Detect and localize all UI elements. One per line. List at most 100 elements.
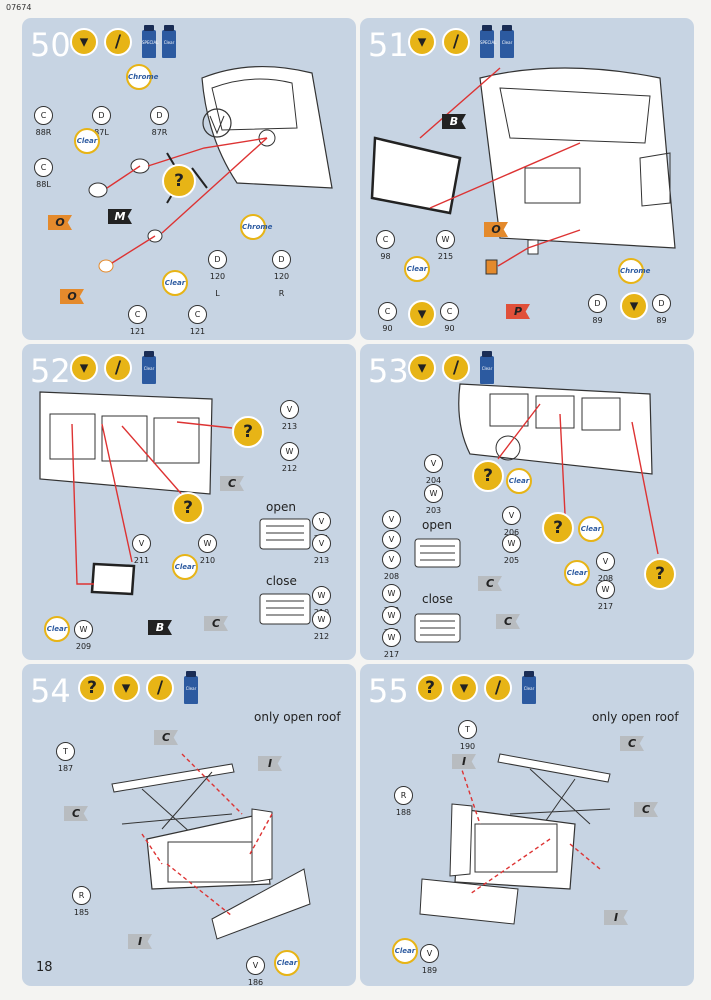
open-vent bbox=[259, 518, 311, 550]
part-label: W 212 bbox=[280, 442, 299, 473]
glue-icon: ▾ bbox=[70, 28, 98, 56]
part-label: V 189 bbox=[420, 944, 439, 975]
part-label: V 208 bbox=[596, 552, 615, 583]
part-label: V 206 bbox=[382, 530, 401, 561]
step-55-illustration bbox=[419, 753, 611, 925]
part-flag: O bbox=[484, 222, 508, 237]
part-label: W 205 bbox=[382, 606, 401, 637]
paint-jar-icon: Clear bbox=[480, 351, 494, 384]
part-label: W 210 bbox=[198, 534, 217, 565]
page-number: 18 bbox=[36, 960, 53, 975]
step-52-illustration bbox=[39, 391, 311, 625]
glue-icon: ▾ bbox=[450, 674, 478, 702]
step-53-panel: 53 ▾ / Clear V 204 ? Clear W 203 V 204 V… bbox=[360, 344, 694, 660]
paint-jar-icon: SPECIAL bbox=[480, 25, 497, 58]
part-label: D 120 L bbox=[208, 250, 227, 298]
closed-vent bbox=[414, 613, 461, 643]
clear-coat-icon: Clear bbox=[274, 950, 300, 976]
step-53-illustration bbox=[414, 383, 659, 643]
paint-jar-icon: Clear bbox=[162, 25, 176, 58]
step-50-illustration bbox=[88, 65, 333, 273]
part-label: C 88R bbox=[34, 106, 53, 137]
part-flag: I bbox=[452, 754, 476, 769]
step-number: 50 bbox=[30, 26, 71, 64]
paint-jar-icon: Clear bbox=[500, 25, 514, 58]
close-label: close bbox=[422, 592, 453, 606]
part-label: V 211 bbox=[312, 512, 331, 543]
paint-label: Clear bbox=[143, 366, 155, 371]
chrome-coat-icon: Chrome bbox=[126, 64, 158, 90]
paint-label: Clear bbox=[185, 686, 197, 691]
open-label: open bbox=[422, 518, 452, 532]
chrome-coat-icon: Chrome bbox=[618, 258, 650, 284]
paint-jar-icon: Clear bbox=[142, 351, 156, 384]
part-flag: C bbox=[154, 730, 178, 745]
question-icon: ? bbox=[472, 460, 504, 492]
question-icon: ? bbox=[162, 164, 196, 198]
clear-coat-icon: Clear bbox=[74, 128, 100, 154]
clear-coat-icon: Clear bbox=[162, 270, 188, 296]
clear-coat-icon: Clear bbox=[44, 616, 70, 642]
clear-coat-icon: Clear bbox=[404, 256, 430, 282]
question-icon: ? bbox=[232, 416, 264, 448]
part-label: V 186 bbox=[246, 956, 265, 986]
step-54-illustration bbox=[111, 753, 311, 940]
question-icon: ? bbox=[172, 492, 204, 524]
part-label: V 204 bbox=[382, 510, 401, 541]
chrome-coat-icon: Chrome bbox=[240, 214, 272, 240]
part-flag: C bbox=[220, 476, 244, 491]
part-label: W 203 bbox=[424, 484, 443, 515]
part-label: T 190 bbox=[458, 720, 477, 751]
paint-label: SPECIAL bbox=[480, 40, 497, 45]
paint-label: SPECIAL bbox=[142, 40, 159, 45]
glue-icon: ▾ bbox=[112, 674, 140, 702]
clear-coat-icon: Clear bbox=[578, 516, 604, 542]
clear-coat-icon: Clear bbox=[506, 468, 532, 494]
step-54-panel: 54 ? ▾ / Clear only open roof C T 187 I … bbox=[22, 664, 356, 986]
part-label: W 210 bbox=[312, 586, 331, 617]
part-flag: I bbox=[604, 910, 628, 925]
paint-label: Clear bbox=[523, 686, 535, 691]
part-label: W 215 bbox=[436, 230, 455, 261]
step-51-panel: 51 ▾ / SPECIAL Clear B O C 98 W 215 Clea… bbox=[360, 18, 694, 340]
step-number: 55 bbox=[368, 672, 409, 710]
paint-label: Clear bbox=[501, 40, 513, 45]
part-label: W 217 bbox=[382, 628, 401, 659]
part-flag: C bbox=[204, 616, 228, 631]
part-label: D 89 bbox=[588, 294, 607, 325]
roof-note: only open roof bbox=[592, 710, 679, 724]
paint-label: Clear bbox=[481, 366, 493, 371]
brush-icon: / bbox=[442, 354, 470, 382]
part-label: W 209 bbox=[74, 620, 93, 651]
glue-icon: ▾ bbox=[408, 354, 436, 382]
open-vent bbox=[414, 538, 461, 568]
part-label: C 90 bbox=[440, 302, 459, 333]
part-label: R 188 bbox=[394, 786, 413, 817]
part-flag: C bbox=[620, 736, 644, 751]
part-flag: B bbox=[148, 620, 172, 635]
clear-coat-icon: Clear bbox=[392, 938, 418, 964]
part-label: C 121 L bbox=[128, 305, 147, 336]
step-number: 53 bbox=[368, 352, 409, 390]
glue-icon: ▾ bbox=[620, 292, 648, 320]
brush-icon: / bbox=[442, 28, 470, 56]
part-label: V 206 bbox=[502, 506, 521, 537]
clear-coat-icon: Clear bbox=[172, 554, 198, 580]
part-flag: C bbox=[634, 802, 658, 817]
part-flag: P bbox=[506, 304, 530, 319]
part-label: W 212 bbox=[312, 610, 331, 641]
part-label: W 217 bbox=[596, 580, 615, 611]
part-label: C 98 bbox=[376, 230, 395, 261]
step-51-illustration bbox=[370, 67, 676, 275]
step-number: 52 bbox=[30, 352, 71, 390]
brush-icon: / bbox=[104, 28, 132, 56]
part-flag: C bbox=[64, 806, 88, 821]
page-code: 07674 bbox=[6, 3, 32, 12]
part-label: V 204 bbox=[424, 454, 443, 485]
step-number: 54 bbox=[30, 672, 71, 710]
glue-icon: ▾ bbox=[408, 28, 436, 56]
part-label: T 187 bbox=[56, 742, 75, 773]
part-label: V 208 bbox=[382, 550, 401, 581]
question-icon: ? bbox=[644, 558, 676, 590]
paint-jar-icon: Clear bbox=[184, 671, 198, 704]
